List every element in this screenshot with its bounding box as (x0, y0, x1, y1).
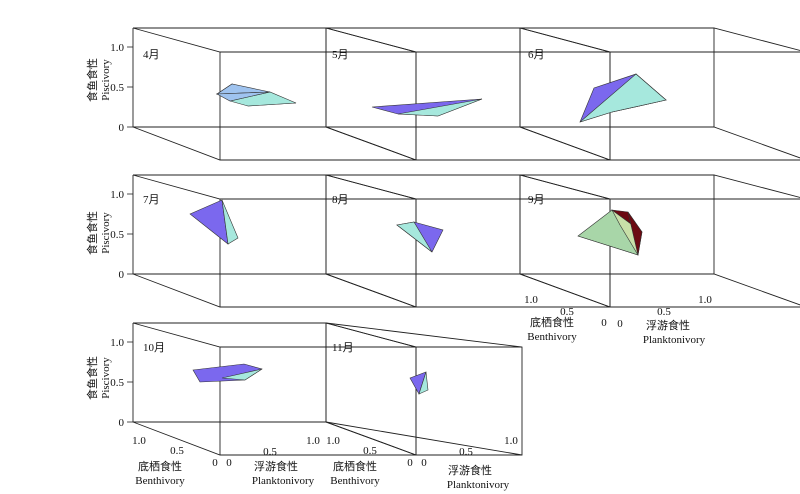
y-tick-10: 1.0 (306, 435, 320, 447)
x-tick-05: 0.5 (363, 445, 377, 457)
x-tick-10: 1.0 (326, 435, 340, 447)
y-axis-label-en: Planktonivory (643, 334, 706, 346)
panel-nov: 11月 1.0 0.5 0 底栖食性 Benthivory 0 0.5 1.0 … (325, 322, 523, 491)
x-tick-05: 0.5 (560, 306, 574, 318)
z-axis-label-cn: 食鱼食性 (85, 58, 99, 102)
z-axis-label-en: Piscivory (100, 59, 112, 101)
x-axis-label-cn: 底栖食性 (530, 315, 574, 329)
panel-aug: 8月 (325, 174, 611, 308)
x-axis-label-cn: 底栖食性 (138, 459, 182, 473)
hull-nov (409, 371, 429, 395)
y-axis-label-cn: 浮游食性 (254, 459, 298, 473)
z-tick-10: 1.0 (110, 42, 124, 54)
y-tick-05: 0.5 (657, 306, 671, 318)
panel-label-oct: 10月 (143, 342, 165, 354)
z-tick-05: 0.5 (110, 229, 124, 241)
z-tick-0: 0 (119, 417, 125, 429)
x-axis-label-en: Benthivory (330, 475, 380, 487)
panel-label-nov: 11月 (332, 342, 354, 354)
z-axis-label-cn: 食鱼食性 (85, 356, 99, 400)
y-tick-0: 0 (226, 457, 232, 469)
y-tick-10: 1.0 (698, 294, 712, 306)
z-tick-05: 0.5 (110, 82, 124, 94)
panel-label-jul: 7月 (143, 194, 160, 206)
hull-jul (189, 199, 239, 245)
y-tick-0: 0 (421, 457, 427, 469)
hull-apr (215, 83, 297, 107)
z-axis-label-cn: 食鱼食性 (85, 211, 99, 255)
x-tick-0: 0 (601, 317, 607, 329)
panel-label-apr: 4月 (143, 49, 160, 61)
y-tick-05: 0.5 (263, 446, 277, 458)
hull-sep (577, 209, 643, 256)
panel-label-sep: 9月 (528, 194, 545, 206)
x-tick-10: 1.0 (132, 435, 146, 447)
x-tick-10: 1.0 (524, 294, 538, 306)
z-tick-0: 0 (119, 122, 125, 134)
hull-may (371, 98, 483, 117)
hull-jun (579, 73, 667, 123)
x-tick-0: 0 (407, 457, 413, 469)
panel-label-may: 5月 (332, 49, 349, 61)
y-axis-label-cn: 浮游食性 (646, 318, 690, 332)
y-axis-label-cn: 浮游食性 (448, 463, 492, 477)
panel-label-aug: 8月 (332, 194, 349, 206)
x-axis-label-en: Benthivory (527, 331, 577, 343)
z-tick-10: 1.0 (110, 337, 124, 349)
panel-jun: 6月 (519, 27, 800, 161)
x-axis-label-cn: 底栖食性 (333, 459, 377, 473)
panel-jul: 7月 0 0.5 1.0 食鱼食性 Piscivory (85, 174, 417, 308)
x-tick-05: 0.5 (170, 445, 184, 457)
y-tick-05: 0.5 (459, 446, 473, 458)
z-axis-label-en: Piscivory (100, 357, 112, 399)
panel-sep: 9月 1.0 0.5 0 底栖食性 Benthivory 0 0.5 1.0 浮… (519, 174, 800, 346)
hull-oct (192, 363, 263, 383)
panel-may: 5月 (325, 27, 611, 161)
z-axis-label-en: Piscivory (100, 212, 112, 254)
y-axis-label-en: Planktonivory (252, 475, 315, 487)
x-axis-label-en: Benthivory (135, 475, 185, 487)
z-tick-0: 0 (119, 269, 125, 281)
hull-aug (396, 221, 444, 253)
z-tick-10: 1.0 (110, 189, 124, 201)
y-tick-0: 0 (617, 318, 623, 330)
panel-label-jun: 6月 (528, 49, 545, 61)
y-axis-label-en: Planktonivory (447, 479, 510, 491)
x-tick-0: 0 (212, 457, 218, 469)
y-tick-10: 1.0 (504, 435, 518, 447)
panel-apr: 4月 0 0.5 1.0 食鱼食性 Piscivory (85, 27, 417, 161)
z-tick-05: 0.5 (110, 377, 124, 389)
